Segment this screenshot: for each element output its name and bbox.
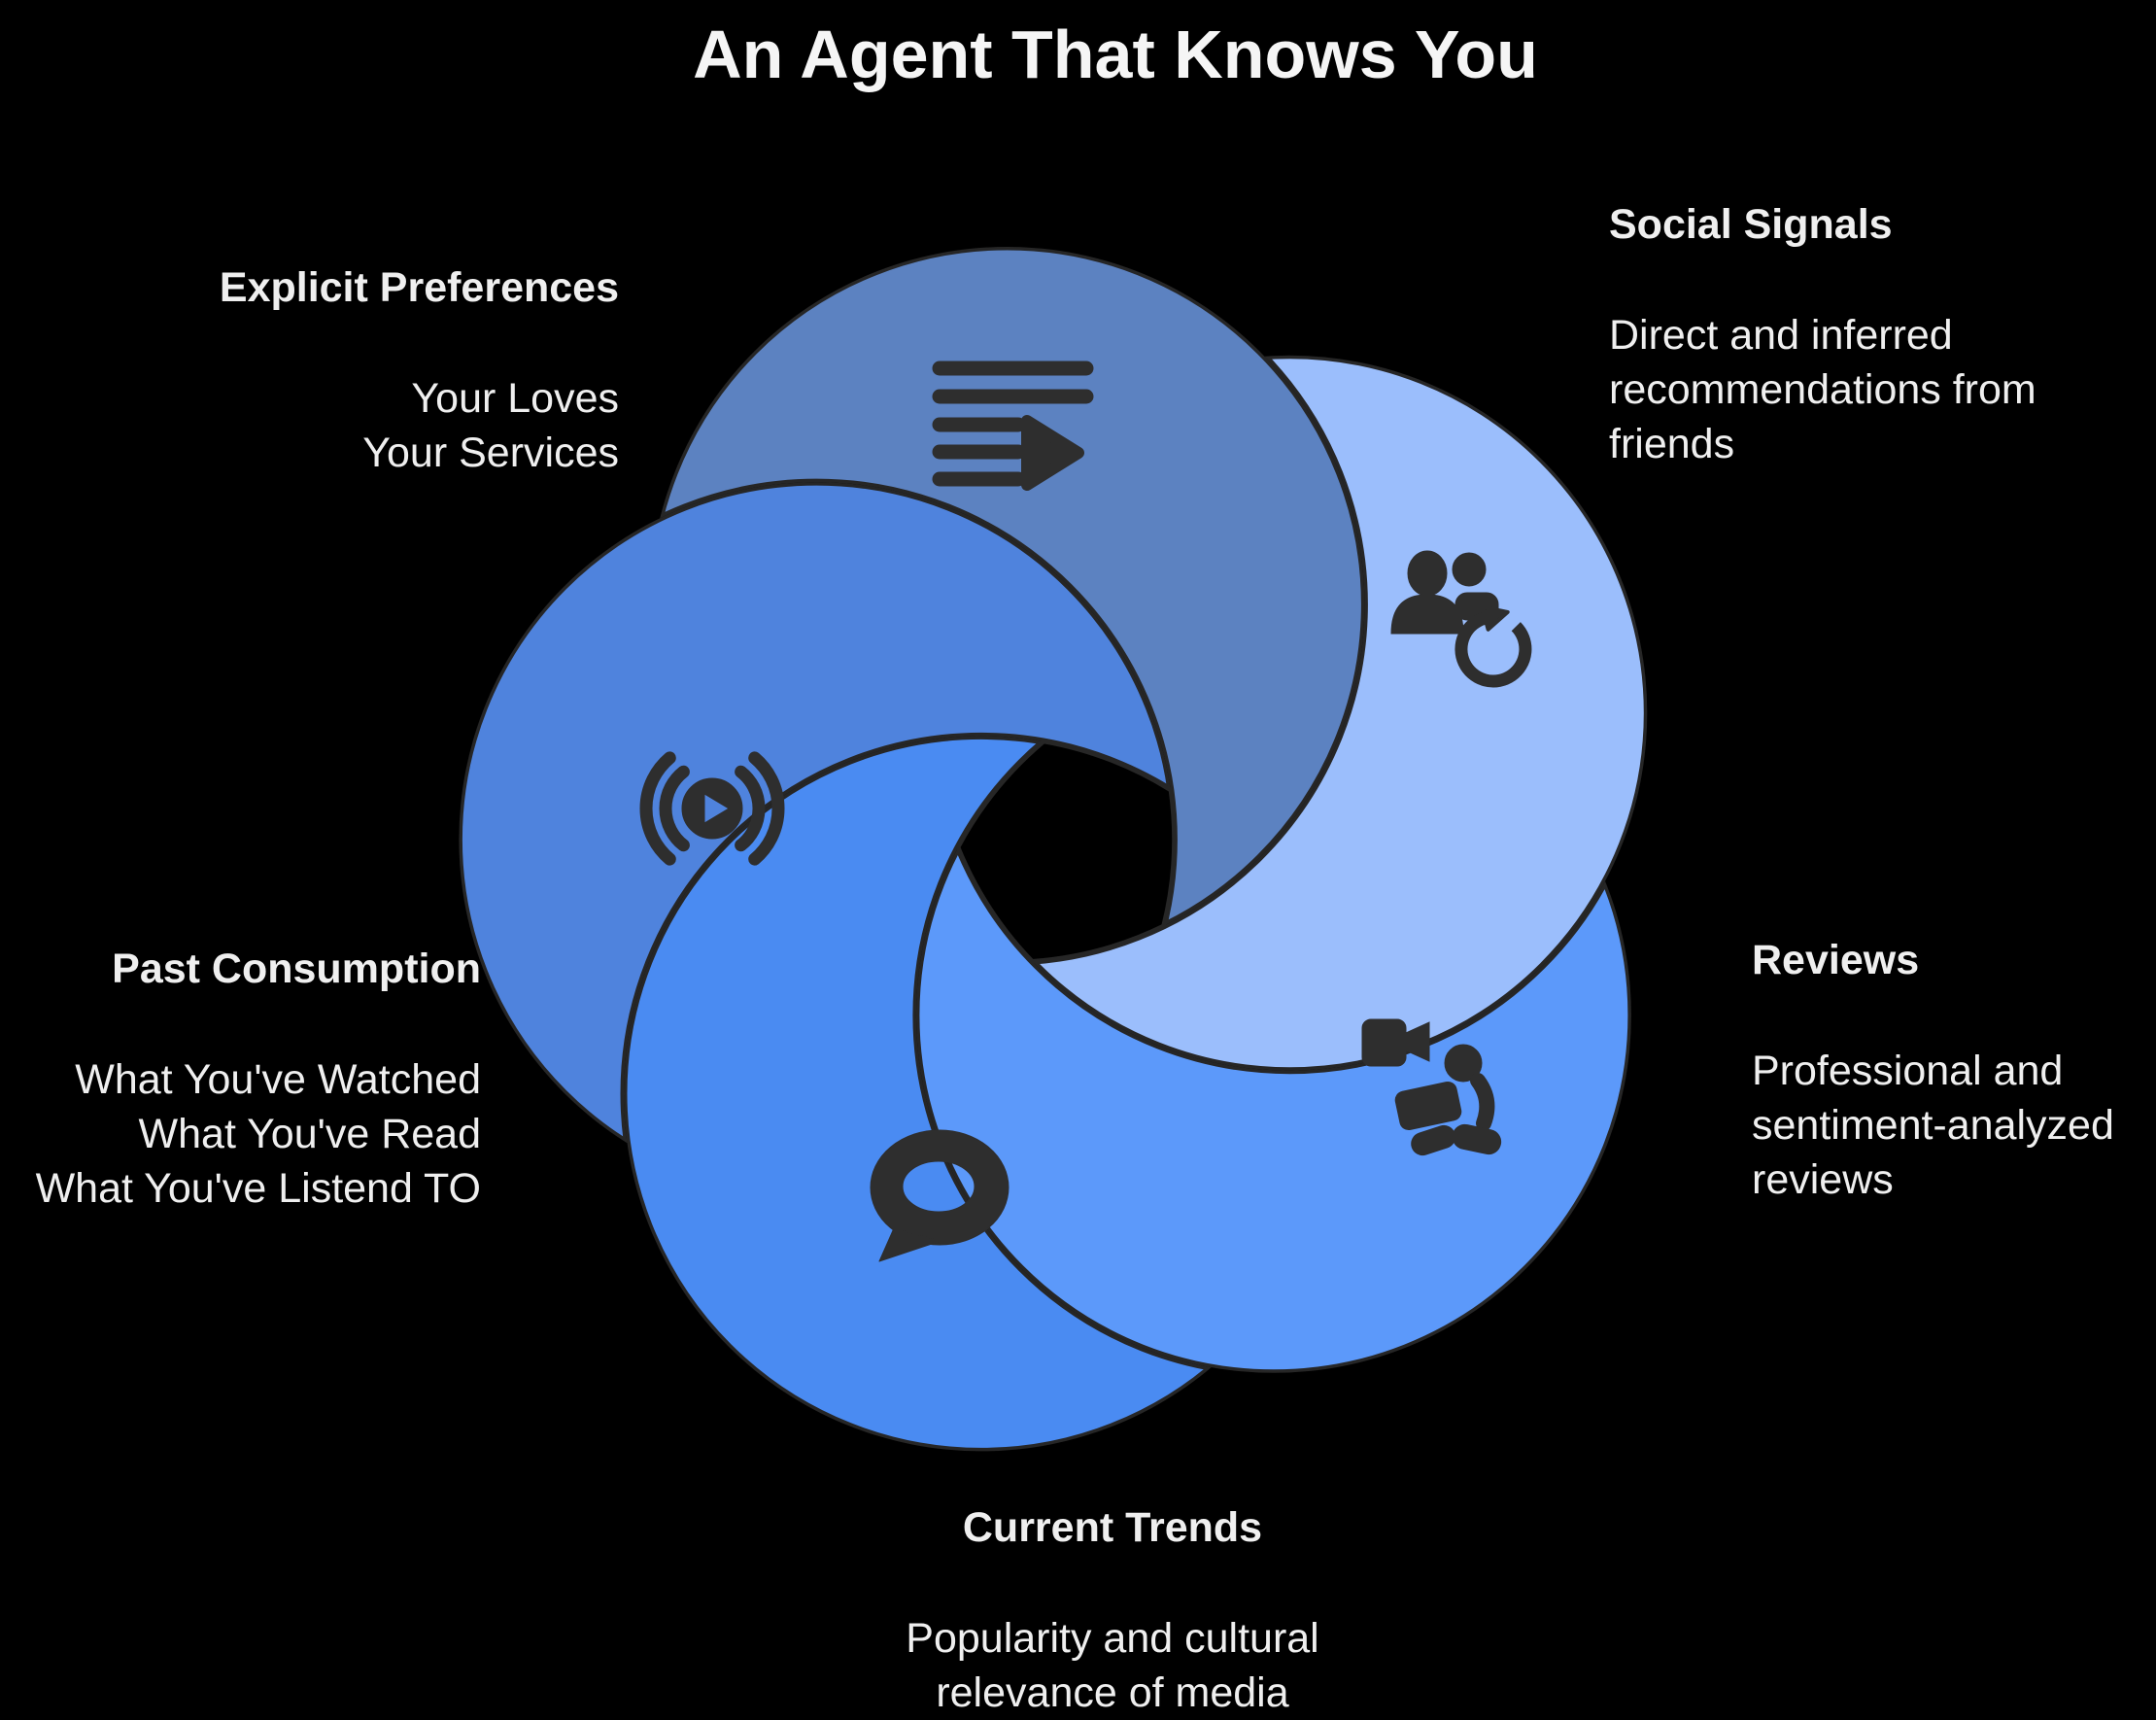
segment-line: What You've Listend TO: [35, 1165, 481, 1212]
segment-line: relevance of media: [936, 1669, 1289, 1716]
segment-line: Your Loves: [411, 375, 619, 422]
segment-line: friends: [1609, 421, 1735, 467]
segment-description: What You've Watched What You've Read Wha…: [36, 1052, 481, 1216]
video-review-icon: [1361, 1018, 1502, 1156]
segment-line: Direct and inferred: [1609, 312, 1953, 359]
segment-description: Popularity and cultural relevance of med…: [906, 1611, 1318, 1720]
center-hole: [955, 739, 1177, 964]
segment-heading: Social Signals: [1609, 201, 1893, 248]
label-current-trends: Current Trends Popularity and cultural r…: [906, 1500, 1318, 1720]
segment-line: sentiment-analyzed: [1752, 1102, 2114, 1149]
segment-heading: Current Trends: [962, 1504, 1263, 1551]
segment-heading: Past Consumption: [112, 946, 481, 992]
segment-line: Your Services: [362, 430, 619, 476]
segment-description: Direct and inferred recommendations from…: [1609, 308, 2036, 471]
playlist-icon: [932, 361, 1094, 491]
segment-line: What You've Watched: [75, 1056, 481, 1103]
segment-line: recommendations from: [1609, 366, 2036, 413]
segment-description: Professional and sentiment-analyzed revi…: [1752, 1044, 2114, 1207]
segment-line: reviews: [1752, 1156, 1894, 1203]
label-past-consumption: Past Consumption What You've Watched Wha…: [36, 942, 481, 1216]
page-title: An Agent That Knows You: [693, 17, 1538, 92]
label-social-signals: Social Signals Direct and inferred recom…: [1609, 197, 2036, 471]
people-sync-icon: [1390, 550, 1532, 688]
segment-heading: Reviews: [1752, 937, 1920, 983]
segment-description: Your Loves Your Services: [220, 371, 619, 480]
label-explicit-preferences: Explicit Preferences Your Loves Your Ser…: [220, 260, 619, 480]
segment-line: Popularity and cultural: [906, 1615, 1319, 1662]
segment-heading: Explicit Preferences: [219, 264, 619, 311]
label-reviews: Reviews Professional and sentiment-analy…: [1752, 933, 2114, 1207]
speech-bubble-icon: [870, 1129, 1010, 1262]
segment-line: Professional and: [1752, 1048, 2064, 1094]
segment-line: What You've Read: [138, 1111, 481, 1157]
live-stream-icon: [639, 751, 785, 866]
